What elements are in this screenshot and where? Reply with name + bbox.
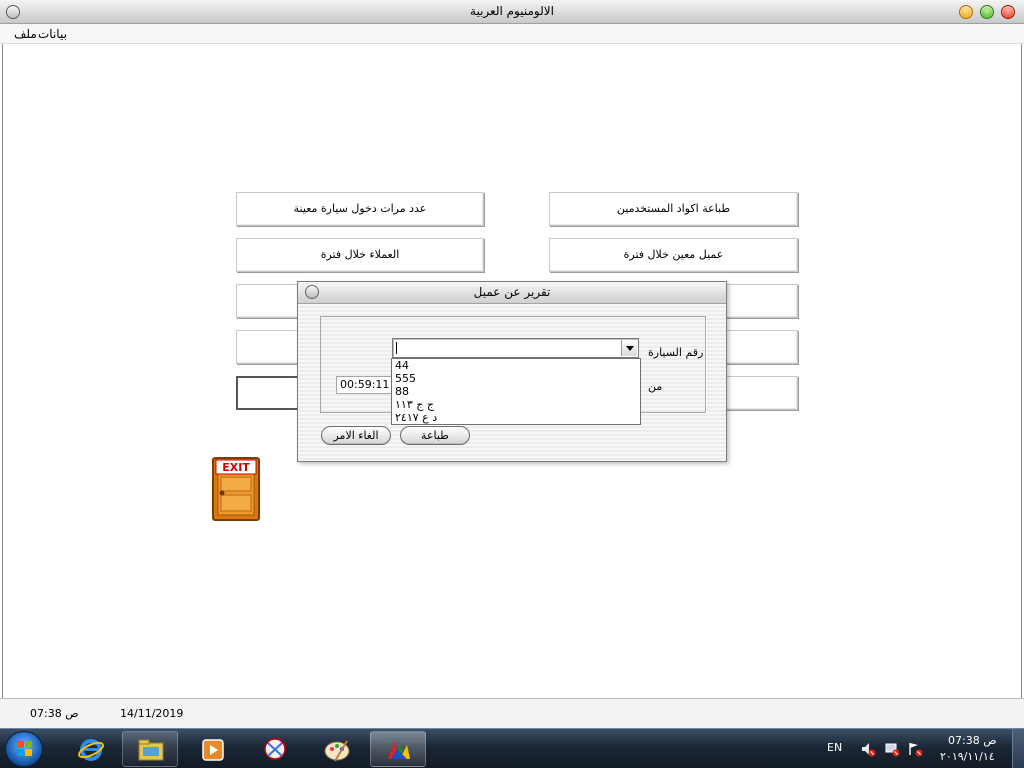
network-icon[interactable] xyxy=(884,741,900,757)
status-date: 14/11/2019 xyxy=(120,707,184,720)
from-time-field[interactable]: 00:59:11 م xyxy=(336,376,394,394)
menu-bar: ملف بيانات xyxy=(0,24,1024,44)
windows-logo-icon xyxy=(17,741,32,756)
taskbar-snipping-tool[interactable] xyxy=(246,731,302,767)
list-item[interactable]: 44 xyxy=(395,359,409,372)
print-button[interactable]: طباعة xyxy=(400,426,470,445)
exit-door-icon[interactable]: EXIT xyxy=(210,455,263,523)
list-item[interactable]: ج ج ١١٣ xyxy=(395,398,434,411)
media-player-icon xyxy=(202,739,224,761)
close-icon[interactable] xyxy=(1001,5,1015,19)
window-title: الالومنيوم العربية xyxy=(470,4,554,18)
taskbar-internet-explorer[interactable] xyxy=(62,731,118,767)
file-explorer-icon xyxy=(138,739,164,761)
text-caret xyxy=(396,342,397,354)
car-number-label: رقم السيارة xyxy=(648,346,704,359)
chevron-down-icon[interactable] xyxy=(621,340,637,356)
taskbar-paint[interactable] xyxy=(308,731,364,767)
internet-explorer-icon xyxy=(78,739,104,761)
dialog-titlebar[interactable]: تقرير عن عميل xyxy=(298,282,726,304)
list-item[interactable]: د ع ٢٤١٧ xyxy=(395,411,438,424)
maximize-icon[interactable] xyxy=(980,5,994,19)
show-desktop-button[interactable] xyxy=(1012,729,1024,768)
status-bar: 07:38 ص 14/11/2019 xyxy=(0,698,1024,728)
list-item[interactable]: 555 xyxy=(395,372,416,385)
exit-label: EXIT xyxy=(222,461,250,474)
taskbar-app-aluminium[interactable] xyxy=(370,731,426,767)
window-titlebar[interactable]: الالومنيوم العربية xyxy=(0,0,1024,24)
snipping-tool-icon xyxy=(264,738,286,760)
system-menu-icon[interactable] xyxy=(6,5,20,19)
clock-time[interactable]: 07:38 ص xyxy=(948,734,997,747)
cancel-button[interactable]: الغاء الامر xyxy=(321,426,391,445)
clock-date[interactable]: ٢٠١٩/١١/١٤ xyxy=(940,750,995,763)
report-print-user-codes-button[interactable]: طباعة اكواد المستخدمين xyxy=(549,192,798,226)
menu-data[interactable]: بيانات xyxy=(38,27,67,41)
minimize-icon[interactable] xyxy=(959,5,973,19)
dialog-system-menu-icon[interactable] xyxy=(305,285,319,299)
start-button[interactable] xyxy=(5,731,43,767)
report-client-period-button[interactable]: عميل معين خلال فترة xyxy=(549,238,798,272)
language-indicator[interactable]: EN xyxy=(827,741,843,754)
taskbar-media-player[interactable] xyxy=(184,731,240,767)
list-item[interactable]: 88 xyxy=(395,385,409,398)
report-clients-period-button[interactable]: العملاء خلال فترة xyxy=(236,238,484,272)
client-report-dialog: تقرير عن عميل رقم السيارة من 00:59:11 م … xyxy=(297,281,727,462)
paint-icon xyxy=(324,740,350,762)
status-time: 07:38 ص xyxy=(30,707,79,720)
report-car-entries-button[interactable]: عدد مرات دخول سيارة معينة xyxy=(236,192,484,226)
taskbar-file-explorer[interactable] xyxy=(122,731,178,767)
volume-muted-icon[interactable] xyxy=(860,741,876,757)
menu-file[interactable]: ملف xyxy=(14,27,37,41)
action-center-icon[interactable] xyxy=(907,741,923,757)
dialog-title: تقرير عن عميل xyxy=(473,285,551,299)
taskbar: EN 07:38 ص ٢٠١٩/١١/١٤ xyxy=(0,728,1024,768)
car-number-combo[interactable] xyxy=(392,338,639,358)
app-icon xyxy=(388,741,410,759)
from-label: من xyxy=(648,380,663,393)
car-number-dropdown-list[interactable]: 44 555 88 ج ج ١١٣ د ع ٢٤١٧ xyxy=(391,358,641,425)
